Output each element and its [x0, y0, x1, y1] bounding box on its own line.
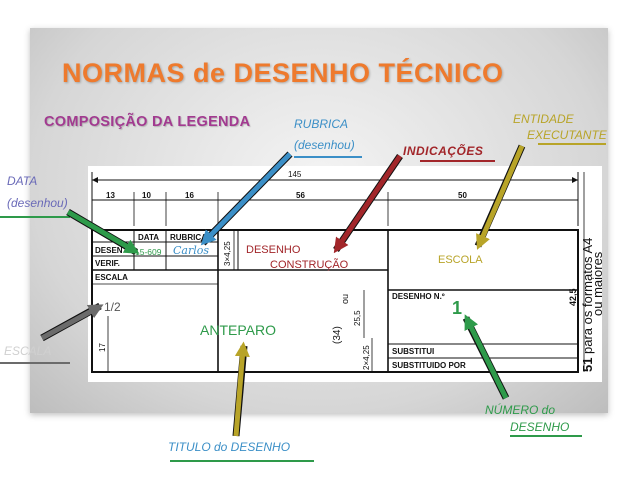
callout-data-1: DATA [7, 174, 38, 188]
callout-numero-1: NÚMERO do [485, 403, 556, 417]
arrow-numero [462, 314, 510, 400]
callout-rubrica-1: RUBRICA [294, 117, 349, 131]
side-note-2: ou maiores [590, 251, 602, 316]
side-note-1: para os formatos A4 [580, 238, 595, 354]
col-data-label: DATA [138, 233, 159, 242]
dim-ou-label: ou [340, 294, 350, 304]
dim-10-label: 10 [142, 191, 151, 200]
callout-indicacoes-underline [420, 160, 495, 162]
date-value: 15-609 [135, 247, 162, 257]
arrow-entidade [474, 144, 526, 250]
title-block-drawing: 145 13 10 16 56 50 DATA RUBRICA DESEN VE… [88, 166, 605, 382]
substitui-label: SUBSTITUI [392, 347, 434, 356]
callout-entidade-1: ENTIDADE [513, 112, 574, 126]
arrow-escala [40, 302, 104, 342]
slide-title: NORMAS de DESENHO TÉCNICO [62, 58, 504, 88]
callout-numero-2: DESENHO [510, 420, 570, 434]
callout-data-underline [0, 216, 70, 218]
dim-16-label: 16 [185, 191, 194, 200]
escola-value: ESCOLA [438, 254, 483, 266]
drawing-number-value: 1 [452, 298, 463, 318]
arrow-indicacoes [333, 154, 403, 254]
dim-50-label: 50 [458, 191, 467, 200]
callout-rubrica-2: (desenhou) [294, 138, 355, 152]
dim-56-label: 56 [296, 191, 305, 200]
dim-17-label: 17 [98, 343, 107, 352]
scale-value: 1/2 [104, 300, 121, 314]
callout-escala: ESCALA [4, 344, 52, 358]
dim-51-label: 51 [580, 358, 595, 372]
substituido-label: SUBSTITUIDO POR [392, 361, 466, 370]
signature-value: Carlos [173, 244, 210, 257]
desenho-construcao-line1: DESENHO [246, 244, 301, 256]
dim-255-label: 25,5 [353, 310, 362, 326]
row-escala-label: ESCALA [95, 273, 128, 282]
callout-escala-underline [0, 362, 70, 364]
dim-3x425-label: 3×4,25 [223, 241, 232, 266]
dim-total-label: 145 [288, 170, 302, 179]
dim-2x425-label: 2×4,25 [362, 345, 371, 370]
col-rubrica-label: RUBRICA [170, 233, 207, 242]
callout-data-2: (desenhou) [7, 196, 68, 210]
callout-rubrica-underline [294, 156, 362, 158]
anteparo-value: ANTEPARO [200, 322, 276, 338]
callout-titulo: TITULO do DESENHO [168, 440, 291, 454]
slide-subtitle: COMPOSIÇÃO DA LEGENDA [44, 114, 251, 130]
dim-425-label: 42,5 [568, 288, 578, 306]
callout-titulo-underline [170, 460, 314, 462]
dim-34-label: (34) [332, 326, 343, 344]
callout-entidade-underline [538, 143, 606, 145]
row-verif-label: VERIF. [95, 259, 120, 268]
row-desenho-label: DESEN [95, 246, 123, 255]
title-block-svg: 145 13 10 16 56 50 DATA RUBRICA DESEN VE… [91, 170, 605, 373]
callout-entidade-2: EXECUTANTE [527, 128, 607, 142]
callout-indicacoes: INDICAÇÕES [403, 144, 484, 158]
arrow-rubrica [200, 151, 293, 246]
desenho-construcao-line2: CONSTRUÇÃO [270, 259, 349, 271]
arrow-data [66, 208, 140, 256]
callout-numero-underline [510, 435, 582, 437]
desenho-n-label: DESENHO N.º [392, 292, 445, 301]
arrow-titulo [232, 341, 250, 437]
dim-13-label: 13 [106, 191, 115, 200]
